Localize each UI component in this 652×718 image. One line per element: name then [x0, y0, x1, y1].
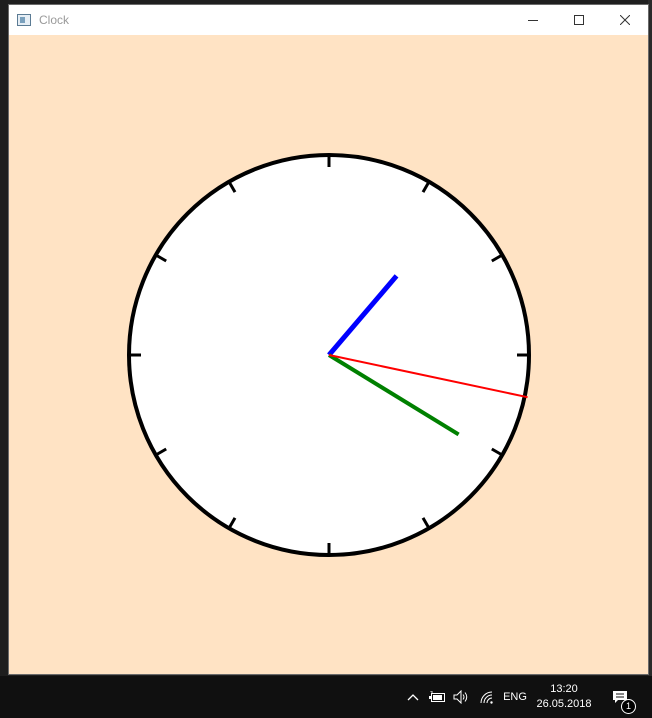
clock-window: Clock [8, 4, 649, 675]
network-button[interactable] [476, 676, 498, 718]
battery-icon [429, 691, 445, 702]
volume-button[interactable] [450, 676, 472, 718]
second-hand [328, 354, 528, 399]
volume-icon [453, 690, 468, 704]
hour-tick [491, 253, 503, 263]
hour-tick [227, 181, 237, 193]
minimize-icon [528, 20, 538, 21]
background-window-edge [648, 0, 652, 676]
minimize-button[interactable] [510, 5, 556, 35]
hour-tick [227, 517, 237, 529]
taskbar: ENG 13:20 26.05.2018 [0, 676, 652, 718]
app-icon[interactable] [17, 14, 31, 26]
language-button[interactable]: ENG [500, 676, 530, 718]
hour-tick [155, 253, 167, 263]
taskbar-date: 26.05.2018 [536, 698, 592, 710]
network-icon [480, 691, 493, 704]
hour-hand [327, 274, 399, 357]
hour-tick [155, 447, 167, 457]
notification-badge: 1 [621, 699, 636, 714]
maximize-button[interactable] [556, 5, 602, 35]
window-controls [510, 5, 648, 35]
background-editor-edge [0, 0, 8, 676]
show-hidden-icons-button[interactable] [403, 676, 423, 718]
battery-button[interactable] [426, 676, 448, 718]
minute-hand [327, 353, 460, 437]
close-button[interactable] [602, 5, 648, 35]
taskbar-time: 13:20 [550, 683, 578, 695]
clock-client-area [9, 35, 648, 674]
title-bar[interactable]: Clock [9, 5, 648, 35]
maximize-icon [574, 15, 584, 25]
hour-tick [421, 517, 431, 529]
close-icon [620, 15, 630, 25]
hour-tick [421, 181, 431, 193]
taskbar-clock[interactable]: 13:20 26.05.2018 [532, 682, 596, 712]
hour-tick [491, 447, 503, 457]
language-label: ENG [503, 691, 527, 703]
clock-canvas [127, 153, 531, 557]
window-title: Clock [39, 13, 70, 27]
chevron-up-icon [407, 694, 419, 701]
